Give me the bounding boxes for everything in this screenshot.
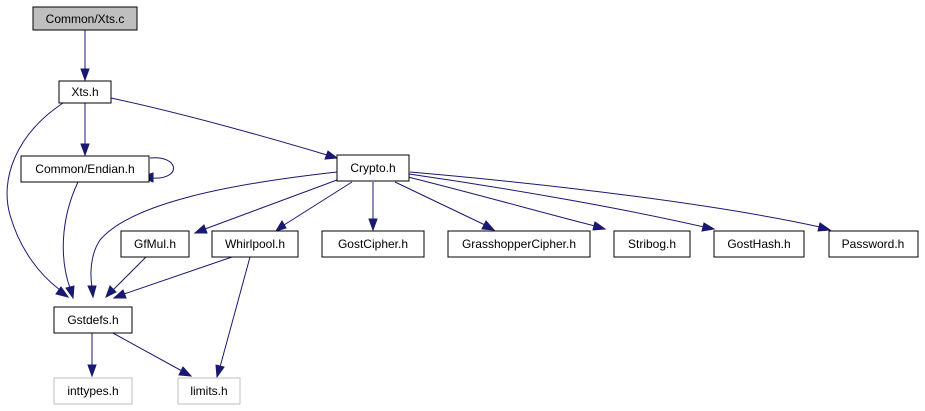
arrowhead xyxy=(193,224,208,234)
edge-crypto-h-to-grasshopper-h xyxy=(394,181,486,226)
edge-crypto-h-to-gfmul-h xyxy=(204,179,338,230)
node-stribog-h[interactable]: Stribog.h xyxy=(613,230,691,258)
arrowhead xyxy=(112,289,127,299)
arrowhead xyxy=(701,222,716,232)
edge-endian-h-self-loop xyxy=(149,157,174,179)
arrowhead xyxy=(368,218,378,232)
node-box xyxy=(713,230,805,258)
edge-gstdefs-h-to-limits-h xyxy=(110,331,183,372)
node-xts-c[interactable]: Common/Xts.c xyxy=(32,6,138,31)
node-box xyxy=(336,154,410,182)
node-box xyxy=(53,306,133,334)
node-xts-h[interactable]: Xts.h xyxy=(58,80,112,104)
node-box xyxy=(828,230,919,258)
node-box xyxy=(447,230,591,258)
node-label: Common/Xts.c xyxy=(46,12,125,26)
node-endian-h[interactable]: Common/Endian.h xyxy=(20,155,150,183)
arrowhead xyxy=(87,285,97,299)
edge-endian-h-to-gstdefs-h xyxy=(62,181,79,289)
node-box xyxy=(613,230,691,258)
node-box xyxy=(120,230,190,258)
node-gstdefs-h[interactable]: Gstdefs.h xyxy=(53,306,133,334)
node-box xyxy=(58,80,112,104)
arrowhead xyxy=(481,220,496,231)
node-box xyxy=(321,230,425,258)
edge-crypto-h-to-stribog-h xyxy=(407,176,596,227)
node-gostcipher-h[interactable]: GostCipher.h xyxy=(321,230,425,258)
arrowhead xyxy=(80,143,90,157)
node-box xyxy=(32,6,138,31)
node-label: GfMul.h xyxy=(134,237,176,251)
arrowhead xyxy=(80,68,90,82)
arrowhead xyxy=(592,221,607,231)
arrowhead xyxy=(178,366,193,377)
node-label: GrasshopperCipher.h xyxy=(462,237,576,251)
edge-gfmul-h-to-gstdefs-h xyxy=(112,256,147,291)
node-inttypes-h[interactable]: inttypes.h xyxy=(53,377,133,405)
edge-crypto-h-to-whirlpool-h xyxy=(283,181,353,226)
arrowhead xyxy=(324,150,339,160)
arrowhead xyxy=(105,285,117,299)
edge-xts-h-to-crypto-h xyxy=(110,97,328,156)
nodes: Common/Xts.c Xts.h Common/Endian.h Crypt… xyxy=(20,6,919,405)
node-box xyxy=(20,155,150,183)
node-crypto-h[interactable]: Crypto.h xyxy=(336,154,410,182)
node-label: Gstdefs.h xyxy=(67,313,118,327)
node-label: inttypes.h xyxy=(67,384,118,398)
edge-whirlpool-h-to-limits-h xyxy=(219,256,251,368)
node-box xyxy=(177,377,241,405)
edge-crypto-h-to-password-h xyxy=(409,171,821,228)
arrowhead xyxy=(215,364,225,379)
arrowhead xyxy=(55,286,70,298)
node-whirlpool-h[interactable]: Whirlpool.h xyxy=(211,230,299,258)
node-label: Common/Endian.h xyxy=(35,162,134,176)
node-label: GostHash.h xyxy=(727,237,790,251)
edge-whirlpool-h-to-gstdefs-h xyxy=(123,256,233,295)
arrowhead xyxy=(87,364,97,378)
node-label: limits.h xyxy=(190,384,227,398)
node-box xyxy=(211,230,299,258)
node-box xyxy=(53,377,133,405)
node-label: Password.h xyxy=(842,237,905,251)
node-grasshopper-h[interactable]: GrasshopperCipher.h xyxy=(447,230,591,258)
arrowhead xyxy=(817,222,832,232)
node-limits-h[interactable]: limits.h xyxy=(177,377,241,405)
edge-crypto-h-to-gstdefs-h xyxy=(90,171,338,288)
edge-crypto-h-to-gosthash-h xyxy=(408,173,705,228)
node-label: GostCipher.h xyxy=(338,237,408,251)
node-gfmul-h[interactable]: GfMul.h xyxy=(120,230,190,258)
node-label: Crypto.h xyxy=(350,161,395,175)
node-label: Stribog.h xyxy=(628,237,676,251)
arrowhead xyxy=(274,220,287,232)
node-label: Xts.h xyxy=(71,85,98,99)
edges xyxy=(6,30,832,379)
edge-xts-h-to-gstdefs-h xyxy=(6,102,64,291)
arrowhead xyxy=(65,285,75,300)
node-label: Whirlpool.h xyxy=(225,237,285,251)
node-gosthash-h[interactable]: GostHash.h xyxy=(713,230,805,258)
node-password-h[interactable]: Password.h xyxy=(828,230,919,258)
